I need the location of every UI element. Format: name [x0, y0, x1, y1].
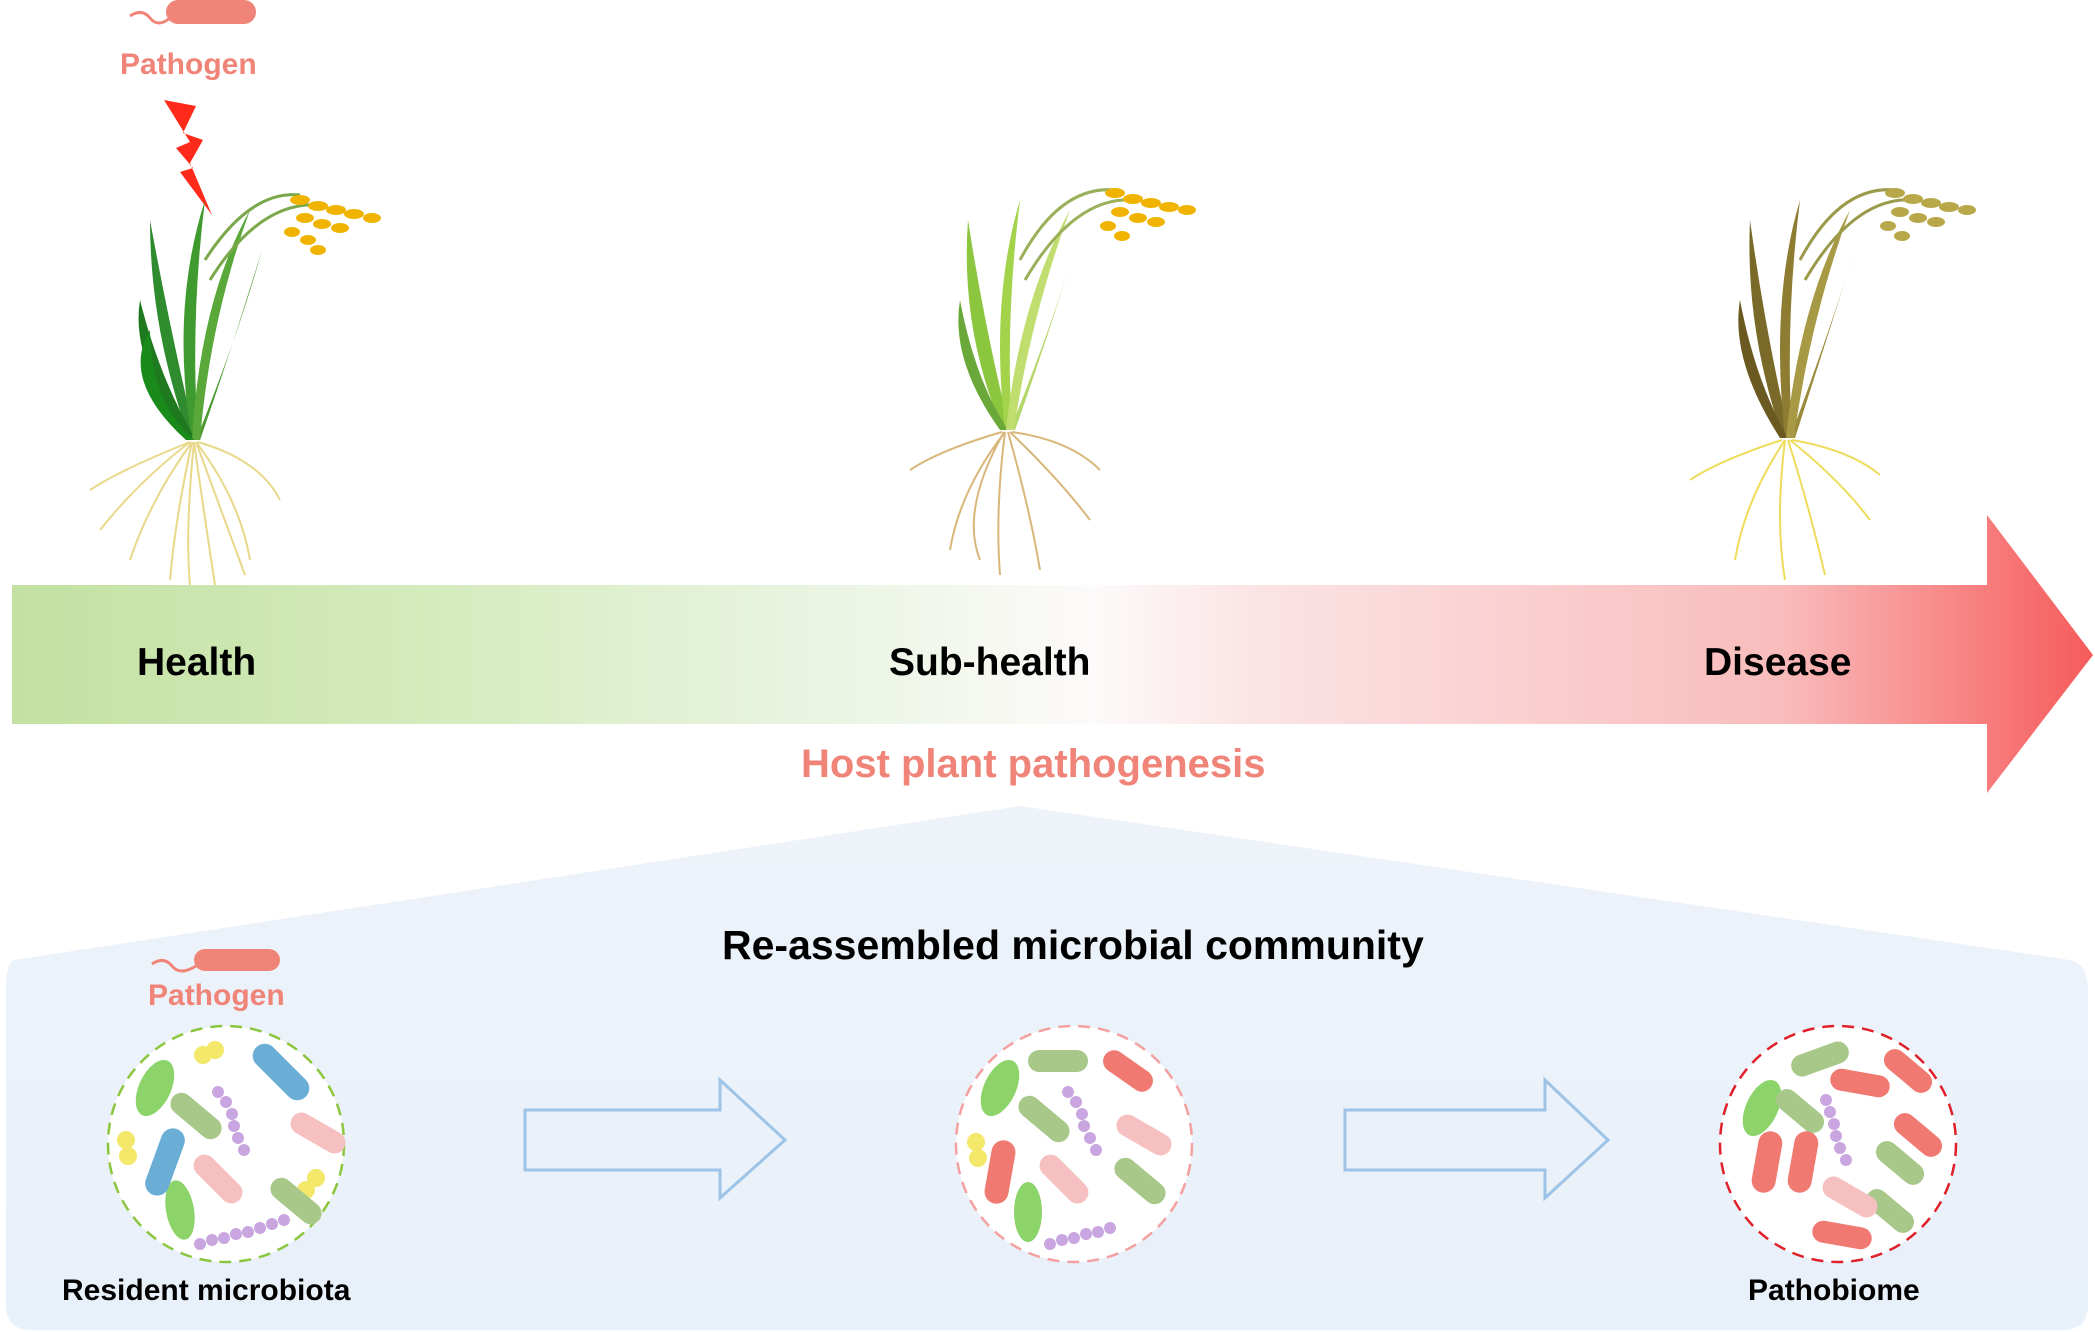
pathogen-bacterium-icon-bottom [151, 949, 280, 973]
pathogen-bacterium-icon [129, 0, 256, 25]
flow-arrow-2 [1343, 1076, 1611, 1202]
community-title: Re-assembled microbial community [722, 922, 1424, 968]
flow-arrow-1 [523, 1076, 788, 1202]
stage-label-health: Health [137, 641, 257, 684]
pathogen-label-top: Pathogen [120, 48, 257, 81]
stage-label-subhealth: Sub-health [889, 641, 1091, 684]
rice-plant-healthy [89, 193, 381, 586]
pathogen-label-bottom: Pathogen [148, 979, 285, 1012]
pathobiome-circle [1718, 1024, 1958, 1264]
stage-label-disease: Disease [1704, 641, 1852, 684]
resident-microbiota-label: Resident microbiota [62, 1274, 351, 1307]
reassembled-community-circle [954, 1024, 1194, 1264]
lightning-icon [164, 100, 212, 215]
pathobiome-label: Pathobiome [1748, 1274, 1920, 1307]
rice-plant-subhealth [909, 188, 1196, 576]
axis-label: Host plant pathogenesis [801, 742, 1266, 786]
pathogenesis-arrow [12, 515, 2093, 793]
resident-microbiota-circle [106, 1024, 346, 1264]
rice-plant-disease [1689, 188, 1976, 581]
